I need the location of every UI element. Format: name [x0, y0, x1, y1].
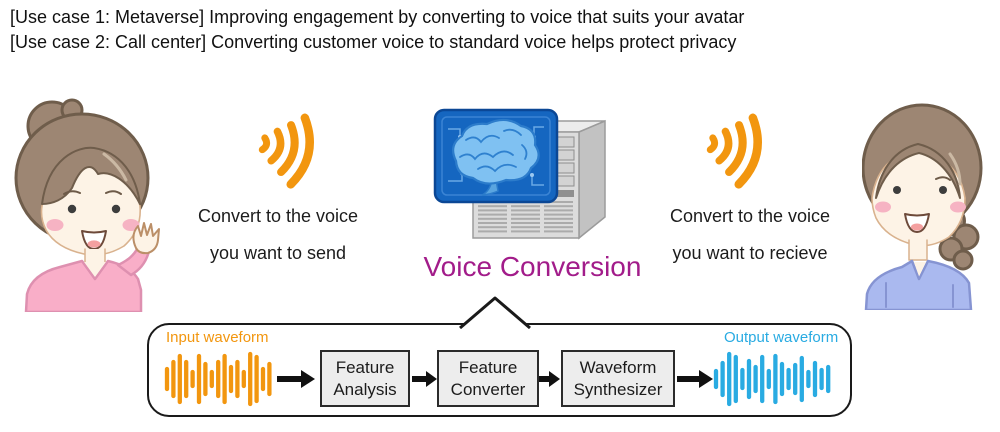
left-person-illustration	[14, 98, 160, 312]
eye	[939, 186, 947, 194]
step-feature-converter: Feature Converter	[437, 350, 539, 407]
flow-arrow-2	[412, 371, 437, 387]
input-waveform-label: Input waveform	[166, 329, 269, 346]
sound-wave-icon-left	[258, 113, 314, 189]
fringe	[41, 146, 141, 205]
bubble-pointer	[459, 296, 531, 329]
ai-server-illustration	[433, 108, 606, 240]
mouth	[904, 213, 930, 233]
step-label: Feature	[458, 358, 518, 378]
right-caption: Convert to the voice you want to recieve	[650, 206, 850, 264]
eye	[111, 204, 121, 214]
left-caption: Convert to the voice you want to send	[178, 206, 378, 264]
input-waveform-icon	[164, 351, 272, 407]
output-waveform-label: Output waveform	[724, 329, 839, 346]
header-use-case-1: [Use case 1: Metaverse] Improving engage…	[10, 7, 745, 27]
step-feature-analysis: Feature Analysis	[320, 350, 410, 407]
step-label: Analysis	[333, 379, 397, 399]
step-label: Feature	[335, 358, 395, 378]
eye	[67, 204, 77, 214]
header-use-case-2: [Use case 2: Call center] Converting cus…	[10, 32, 737, 52]
step-label: Converter	[450, 379, 526, 399]
left-caption-line2: you want to send	[209, 243, 347, 263]
step-label: Synthesizer	[573, 379, 663, 399]
left-caption-line1: Convert to the voice	[197, 206, 359, 226]
flow-arrow-3	[539, 371, 560, 387]
right-caption-line2: you want to recieve	[672, 243, 828, 263]
right-caption-line1: Convert to the voice	[669, 206, 831, 226]
waving-hand	[132, 222, 160, 255]
right-person-illustration	[862, 103, 983, 310]
flow-arrow-1	[277, 370, 315, 388]
flow-arrow-4	[677, 370, 713, 388]
step-label: Waveform	[579, 358, 657, 378]
eye	[893, 186, 901, 194]
voice-conversion-title: Voice Conversion	[423, 251, 642, 282]
step-waveform-synthesizer: Waveform Synthesizer	[561, 350, 675, 407]
fringe	[875, 143, 961, 199]
sound-wave-icon-right	[706, 113, 762, 189]
output-waveform-icon	[713, 351, 831, 407]
brain-chip-icon	[433, 108, 559, 204]
